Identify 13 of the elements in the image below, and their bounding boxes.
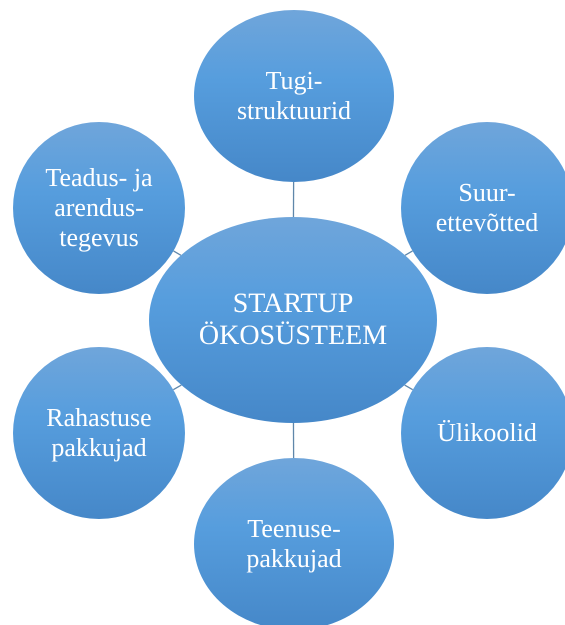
connector-line bbox=[173, 250, 182, 256]
node-label: Teenuse- pakkujad bbox=[245, 514, 343, 574]
connector-line bbox=[172, 384, 182, 390]
node-label: STARTUP ÖKOSÜSTEEM bbox=[198, 288, 388, 352]
node-label: Rahastuse pakkujad bbox=[45, 403, 153, 463]
node-label: Ülikoolid bbox=[437, 418, 537, 448]
node-label: Tugi- struktuurid bbox=[236, 66, 352, 126]
node-label: Teadus- ja arendus- tegevus bbox=[44, 163, 154, 253]
connector-line bbox=[404, 250, 413, 256]
connector-line bbox=[404, 384, 414, 390]
connector-line bbox=[292, 182, 294, 217]
connector-line bbox=[292, 423, 294, 458]
node-label: Suur- ettevõtted bbox=[434, 178, 540, 238]
